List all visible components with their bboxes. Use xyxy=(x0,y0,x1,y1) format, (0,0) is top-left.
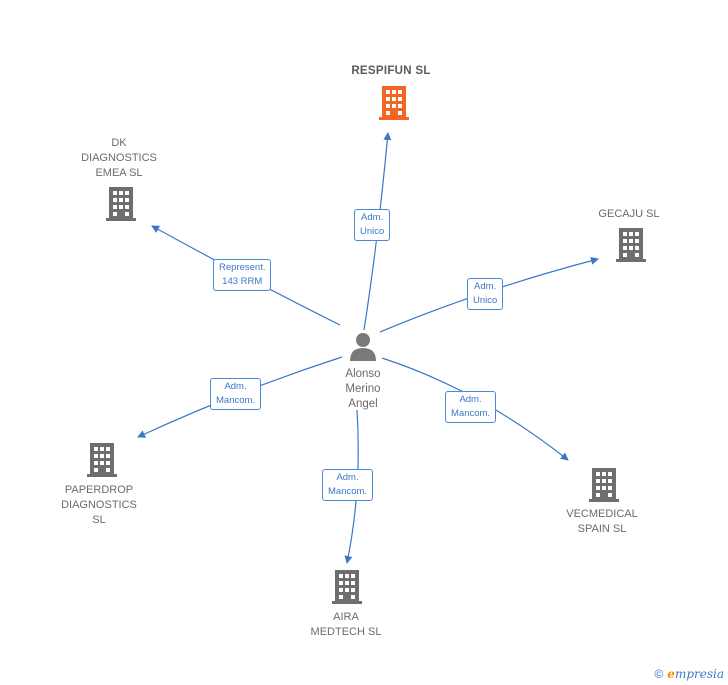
building-icon xyxy=(379,86,409,120)
copyright-symbol: © xyxy=(654,667,664,681)
company-name-vecmedical: VECMEDICAL SPAIN SL xyxy=(566,508,638,535)
relation-label-dk-diagnostics[interactable]: Represent. 143 RRM xyxy=(213,259,272,291)
building-icon xyxy=(589,468,619,502)
building-icon xyxy=(616,228,646,262)
footer-brand[interactable]: ©empresia xyxy=(654,667,724,681)
building-icon xyxy=(87,443,117,477)
empresia-logo: empresia xyxy=(667,667,724,681)
company-name-paperdrop: PAPERDROP DIAGNOSTICS SL xyxy=(61,484,137,526)
relation-label-respifun[interactable]: Adm. Unico xyxy=(354,209,391,241)
relation-label-aira-medtech[interactable]: Adm. Mancom. xyxy=(322,469,374,501)
relation-label-paperdrop[interactable]: Adm. Mancom. xyxy=(210,378,262,410)
company-name-dk-diagnostics: DK DIAGNOSTICS EMEA SL xyxy=(81,137,157,179)
building-icon xyxy=(106,187,136,221)
relation-label-gecaju[interactable]: Adm. Unico xyxy=(467,278,504,310)
relation-label-vecmedical[interactable]: Adm. Mancom. xyxy=(445,391,497,423)
company-name-respifun: RESPIFUN SL xyxy=(351,65,431,77)
company-name-aira-medtech: AIRA MEDTECH SL xyxy=(310,611,382,638)
building-icon xyxy=(332,570,362,604)
person-icon xyxy=(350,333,376,361)
person-name: Alonso Merino Angel xyxy=(345,368,381,410)
company-name-gecaju: GECAJU SL xyxy=(598,208,660,220)
